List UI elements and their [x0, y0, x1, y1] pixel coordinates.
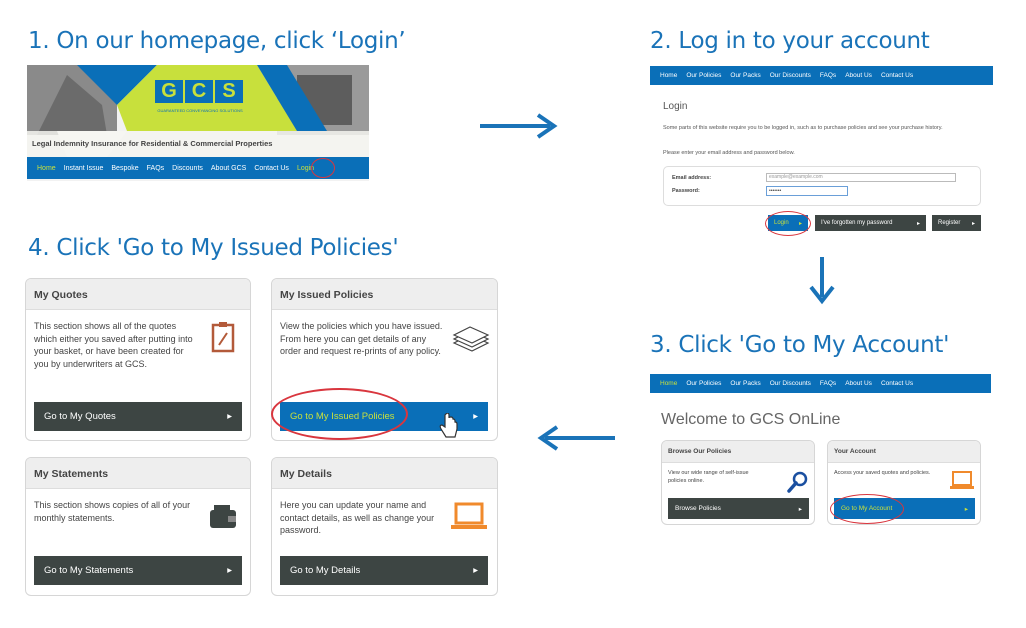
email-field[interactable]: example@example.com	[766, 173, 956, 182]
my-quotes-card: My Quotes This section shows all of the …	[25, 278, 251, 441]
nav-bespoke[interactable]: Bespoke	[111, 164, 139, 172]
play-icon: ▸	[473, 411, 478, 422]
nav-policies[interactable]: Our Policies	[686, 72, 722, 79]
forgot-label: I've forgotten my password	[821, 220, 893, 226]
step-3-title: 3. Click 'Go to My Account'	[650, 332, 950, 358]
account-nav: Home Our Policies Our Packs Our Discount…	[650, 374, 991, 393]
nav-discounts[interactable]: Discounts	[172, 164, 203, 172]
nav-packs[interactable]: Our Packs	[730, 72, 761, 79]
forgot-password-button[interactable]: I've forgotten my password ▸	[815, 215, 926, 231]
magnifier-icon	[787, 471, 808, 493]
card-text: This section shows all of the quotes whi…	[34, 321, 193, 369]
nav-contact[interactable]: Contact Us	[880, 380, 914, 387]
step-4-title: 4. Click 'Go to My Issued Policies'	[28, 235, 399, 261]
nav-home[interactable]: Home	[37, 164, 56, 172]
email-label: Email address:	[672, 175, 712, 181]
play-icon: ▸	[916, 220, 920, 227]
welcome-title: Welcome to GCS OnLine	[661, 411, 841, 428]
nav-about[interactable]: About Us	[845, 72, 872, 79]
nav-contact[interactable]: Contact Us	[254, 164, 289, 172]
login-instructions: Please enter your email address and pass…	[663, 150, 795, 156]
arrow-down-icon	[809, 257, 835, 305]
nav-about[interactable]: About GCS	[210, 164, 247, 172]
step-2-title: 2. Log in to your account	[650, 28, 930, 54]
btn-label: Go to My Details	[290, 565, 361, 576]
login-nav: Home Our Policies Our Packs Our Discount…	[650, 66, 993, 85]
arrow-left-icon	[537, 425, 615, 451]
document-stack-icon	[452, 326, 490, 352]
card-text: View the policies which you have issued.…	[280, 321, 443, 356]
card-title: My Quotes	[26, 279, 250, 310]
nav-faqs[interactable]: FAQs	[819, 72, 837, 79]
hand-cursor-icon	[439, 413, 458, 438]
homepage-banner: G C S GUARANTEED CONVEYANCING SOLUTIONS …	[27, 65, 369, 181]
clipboard-icon	[211, 322, 235, 353]
browse-policies-button[interactable]: Browse Policies ▸	[668, 498, 809, 519]
wallet-icon	[210, 505, 236, 528]
register-label: Register	[938, 220, 961, 226]
password-field[interactable]: •••••••	[766, 186, 848, 196]
logo-subtitle: GUARANTEED CONVEYANCING SOLUTIONS	[157, 108, 243, 113]
tagline: Legal Indemnity Insurance for Residentia…	[32, 139, 273, 148]
card-title: My Details	[272, 458, 497, 489]
arrow-right-icon	[480, 113, 558, 139]
play-icon: ▸	[798, 505, 802, 513]
play-icon: ▸	[971, 220, 975, 227]
play-icon: ▸	[227, 411, 232, 422]
gcs-logo: G C S	[155, 80, 243, 103]
highlight-circle	[830, 494, 904, 524]
my-details-card: My Details Here you can update your name…	[271, 457, 498, 596]
nav-discounts[interactable]: Our Discounts	[769, 72, 811, 79]
password-label: Password:	[672, 188, 700, 194]
homepage-nav: Home Instant Issue Bespoke FAQs Discount…	[27, 157, 369, 179]
btn-label: Go to My Quotes	[44, 411, 116, 422]
highlight-circle	[765, 211, 811, 236]
nav-about[interactable]: About Us	[845, 380, 872, 387]
card-title: My Issued Policies	[272, 279, 497, 310]
nav-packs[interactable]: Our Packs	[730, 380, 761, 387]
register-button[interactable]: Register ▸	[932, 215, 981, 231]
play-icon: ▸	[964, 505, 968, 513]
go-to-my-details-button[interactable]: Go to My Details ▸	[280, 556, 488, 585]
btn-label: Go to My Statements	[44, 565, 134, 576]
card-title: My Statements	[26, 458, 250, 489]
laptop-icon	[950, 471, 974, 489]
card-title: Browse Our Policies	[662, 441, 814, 463]
laptop-icon	[451, 502, 487, 529]
nav-faqs[interactable]: FAQs	[146, 164, 165, 172]
play-icon: ▸	[473, 565, 478, 576]
card-text: Access your saved quotes and policies.	[834, 470, 931, 476]
login-intro: Some parts of this website require you t…	[663, 125, 943, 131]
highlight-circle	[311, 158, 335, 178]
nav-home[interactable]: Home	[660, 72, 678, 79]
play-icon: ▸	[227, 565, 232, 576]
nav-policies[interactable]: Our Policies	[686, 380, 722, 387]
nav-instant-issue[interactable]: Instant Issue	[63, 164, 104, 172]
btn-label: Browse Policies	[675, 505, 721, 512]
highlight-circle	[271, 388, 408, 440]
nav-discounts[interactable]: Our Discounts	[769, 380, 811, 387]
go-to-my-statements-button[interactable]: Go to My Statements ▸	[34, 556, 242, 585]
my-statements-card: My Statements This section shows copies …	[25, 457, 251, 596]
nav-faqs[interactable]: FAQs	[819, 380, 837, 387]
nav-contact[interactable]: Contact Us	[880, 72, 914, 79]
account-page: Home Our Policies Our Packs Our Discount…	[650, 374, 991, 529]
login-page: Home Our Policies Our Packs Our Discount…	[650, 66, 993, 238]
login-form: Email address: example@example.com Passw…	[663, 166, 981, 206]
step-1-title: 1. On our homepage, click ‘Login’	[28, 28, 406, 54]
nav-login[interactable]: Login	[296, 164, 315, 172]
go-to-my-quotes-button[interactable]: Go to My Quotes ▸	[34, 402, 242, 431]
card-text: This section shows copies of all of your…	[34, 500, 191, 523]
nav-home[interactable]: Home	[660, 380, 678, 387]
card-title: Your Account	[828, 441, 980, 463]
login-title: Login	[663, 101, 688, 112]
card-text: Here you can update your name and contac…	[280, 500, 435, 535]
card-text: View our wide range of self-issue polici…	[668, 470, 749, 484]
browse-card: Browse Our Policies View our wide range …	[661, 440, 815, 525]
